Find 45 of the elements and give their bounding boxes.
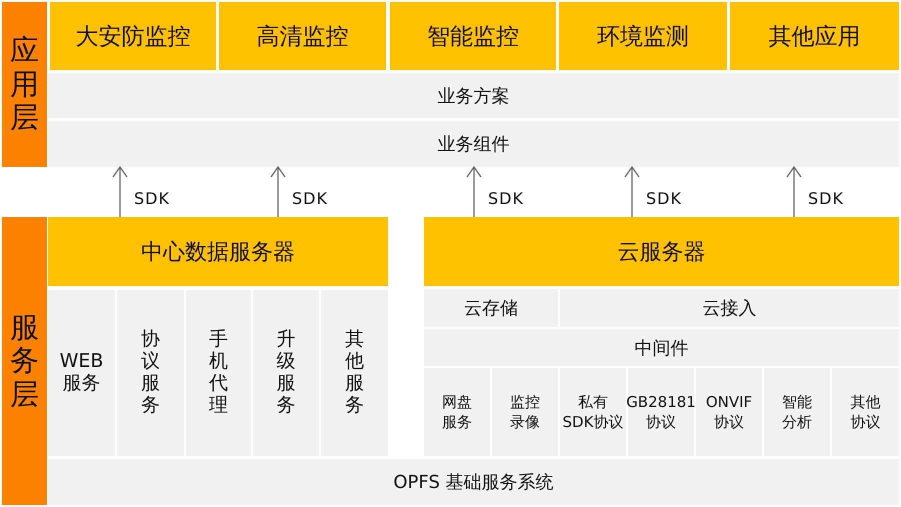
band-label: 云存储 [464, 297, 518, 320]
cell-label: 监控录像 [510, 392, 540, 432]
cell-label: 私有SDK协议 [562, 392, 624, 432]
layer-band [48, 73, 899, 118]
cell-label: WEB服务 [60, 351, 104, 395]
arrow [112, 166, 128, 217]
layer-band [48, 459, 899, 505]
arrow [270, 166, 286, 217]
layer-band [48, 121, 899, 167]
box-label: 其他应用 [768, 22, 860, 52]
server-header [48, 217, 388, 286]
cell-label: 其他协议 [850, 392, 880, 432]
cell-label: 网盘服务 [442, 392, 472, 432]
server-header [424, 217, 899, 286]
cell-label: GB28181协议 [626, 392, 696, 432]
band-label: 云接入 [702, 297, 756, 320]
cell-label: 智能分析 [782, 392, 812, 432]
header-label: 中心数据服务器 [141, 238, 295, 266]
cell-label: 手机代理 [209, 329, 228, 417]
layer-label: 应用层 [10, 34, 39, 135]
application-box [559, 2, 727, 70]
arrow [624, 166, 640, 217]
cell-label: 其他服务 [345, 329, 364, 417]
application-box [219, 2, 386, 70]
box-label: 高清监控 [256, 22, 348, 52]
application-box [390, 2, 556, 70]
box-label: 环境监测 [597, 22, 689, 52]
service-cell [48, 290, 115, 456]
band-label: 中间件 [634, 336, 688, 360]
band-label: 业务组件 [438, 133, 510, 156]
arrow [786, 166, 802, 217]
box-label: 大安防监控 [76, 22, 190, 52]
arrow [466, 166, 482, 217]
cell-label: 升级服务 [276, 329, 296, 417]
layer-label: 服务层 [10, 310, 39, 412]
band-label: OPFS 基础服务系统 [393, 471, 554, 494]
layer-bar [2, 217, 47, 505]
band-label: 业务方案 [438, 84, 510, 108]
box-label: 智能监控 [427, 22, 519, 52]
layer-bar [2, 2, 47, 167]
cell-label: ONVIF协议 [706, 392, 752, 432]
cell-label: 协议服务 [141, 329, 160, 417]
application-box [730, 2, 899, 70]
application-box [50, 2, 216, 70]
header-label: 云服务器 [618, 238, 706, 266]
